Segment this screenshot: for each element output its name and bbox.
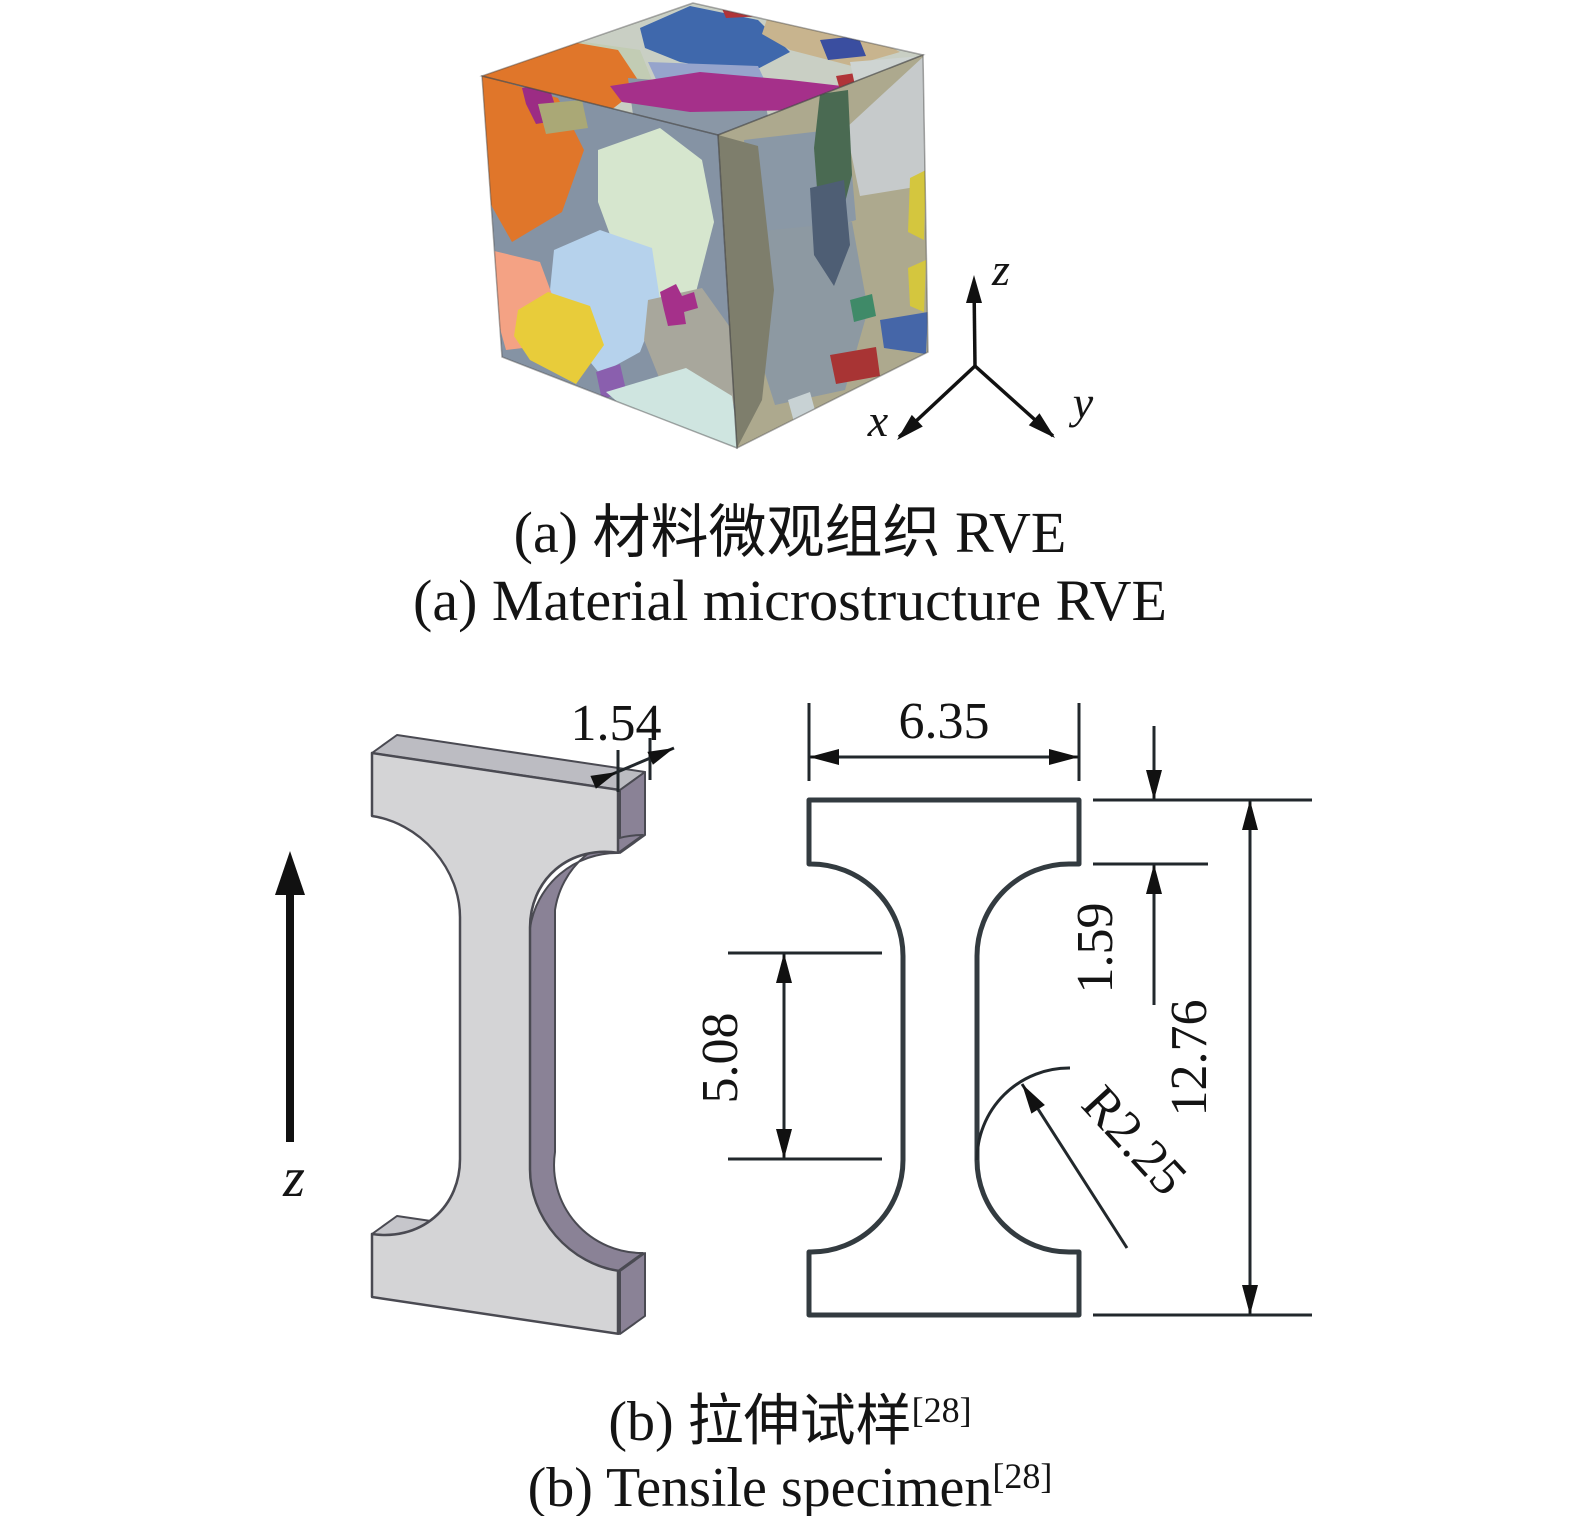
gauge-length-arrow-icon bbox=[776, 1129, 792, 1159]
y-axis-arrowhead-icon bbox=[1028, 413, 1055, 438]
tensile-specimen-2d: 6.35 1.59 12.76 5.08 bbox=[692, 693, 1312, 1318]
thickness-arrow-icon bbox=[590, 772, 617, 789]
specimen-lower-tab-side bbox=[619, 1252, 646, 1335]
caption-b-zh: (b) 拉伸试样[28] bbox=[608, 1390, 971, 1453]
cube-face-right bbox=[718, 55, 928, 448]
cube-grain bbox=[820, 36, 866, 60]
x-axis-arrowhead-icon bbox=[897, 414, 923, 440]
thickness-value: 1.54 bbox=[571, 695, 662, 752]
specimen-2d-outline bbox=[806, 797, 1082, 1318]
cube-grain bbox=[880, 312, 928, 354]
cube-face-left bbox=[482, 76, 737, 448]
caption-a-en: (a) Material microstructure RVE bbox=[413, 568, 1167, 633]
thickness-arrow-icon bbox=[647, 748, 674, 765]
specimen-gauge-side bbox=[528, 833, 644, 1273]
total-height-arrow-icon bbox=[1242, 1285, 1258, 1315]
specimen-z-label: z bbox=[282, 1147, 305, 1209]
cube-grain bbox=[660, 284, 698, 326]
gauge-length-dimension: 5.08 bbox=[692, 951, 882, 1161]
cube-z-label: z bbox=[991, 244, 1010, 295]
specimen-upper-tab-side bbox=[619, 771, 646, 854]
caption-b-en: (b) Tensile specimen[28] bbox=[528, 1456, 1053, 1516]
gauge-length-arrow-icon bbox=[776, 953, 792, 983]
width-arrow-icon bbox=[1049, 749, 1079, 765]
cube-face-edge bbox=[481, 75, 738, 450]
cube-grain bbox=[830, 347, 880, 384]
width-value: 6.35 bbox=[899, 693, 990, 750]
cube-grain bbox=[846, 57, 928, 196]
cube-face-edge bbox=[479, 2, 926, 136]
total-height-dimension: 12.76 bbox=[1093, 800, 1312, 1317]
cube-face-edge bbox=[717, 53, 929, 450]
width-arrow-icon bbox=[809, 749, 839, 765]
z-loading-axis: z bbox=[275, 851, 305, 1209]
total-height-arrow-icon bbox=[1242, 800, 1258, 830]
thickness-dimension: 1.54 bbox=[571, 695, 675, 792]
cube-grain bbox=[606, 368, 737, 448]
cube-x-label: x bbox=[867, 395, 889, 446]
cube-grain bbox=[908, 170, 926, 240]
cube-grain bbox=[908, 260, 926, 312]
cube-grain bbox=[514, 292, 604, 384]
specimen-front-face bbox=[370, 751, 620, 1336]
tensile-specimen-3d: 1.54 z bbox=[275, 695, 675, 1336]
tab-height-value: 1.59 bbox=[1067, 903, 1124, 994]
total-height-value: 12.76 bbox=[1161, 1000, 1218, 1117]
cube-grain bbox=[640, 6, 790, 74]
cube-grain bbox=[610, 72, 842, 112]
z-loading-arrowhead-icon bbox=[275, 851, 305, 895]
cube-y-label: y bbox=[1069, 377, 1094, 428]
gauge-length-value: 5.08 bbox=[692, 1013, 749, 1104]
cube-grain bbox=[538, 100, 588, 134]
rve-cube bbox=[479, 2, 929, 450]
caption-a-zh: (a) 材料微观组织 RVE bbox=[514, 500, 1067, 565]
cube-axes: z x y bbox=[867, 244, 1094, 446]
fillet-radius-arrow-icon bbox=[1022, 1084, 1045, 1114]
cube-grain bbox=[810, 180, 850, 286]
width-dimension: 6.35 bbox=[807, 693, 1081, 781]
tab-height-arrow-icon bbox=[1146, 864, 1162, 894]
tab-height-dimension: 1.59 bbox=[1067, 726, 1312, 1005]
z-axis-arrowhead-icon bbox=[966, 275, 982, 303]
cube-grain bbox=[850, 294, 876, 322]
tab-height-arrow-icon bbox=[1146, 770, 1162, 800]
